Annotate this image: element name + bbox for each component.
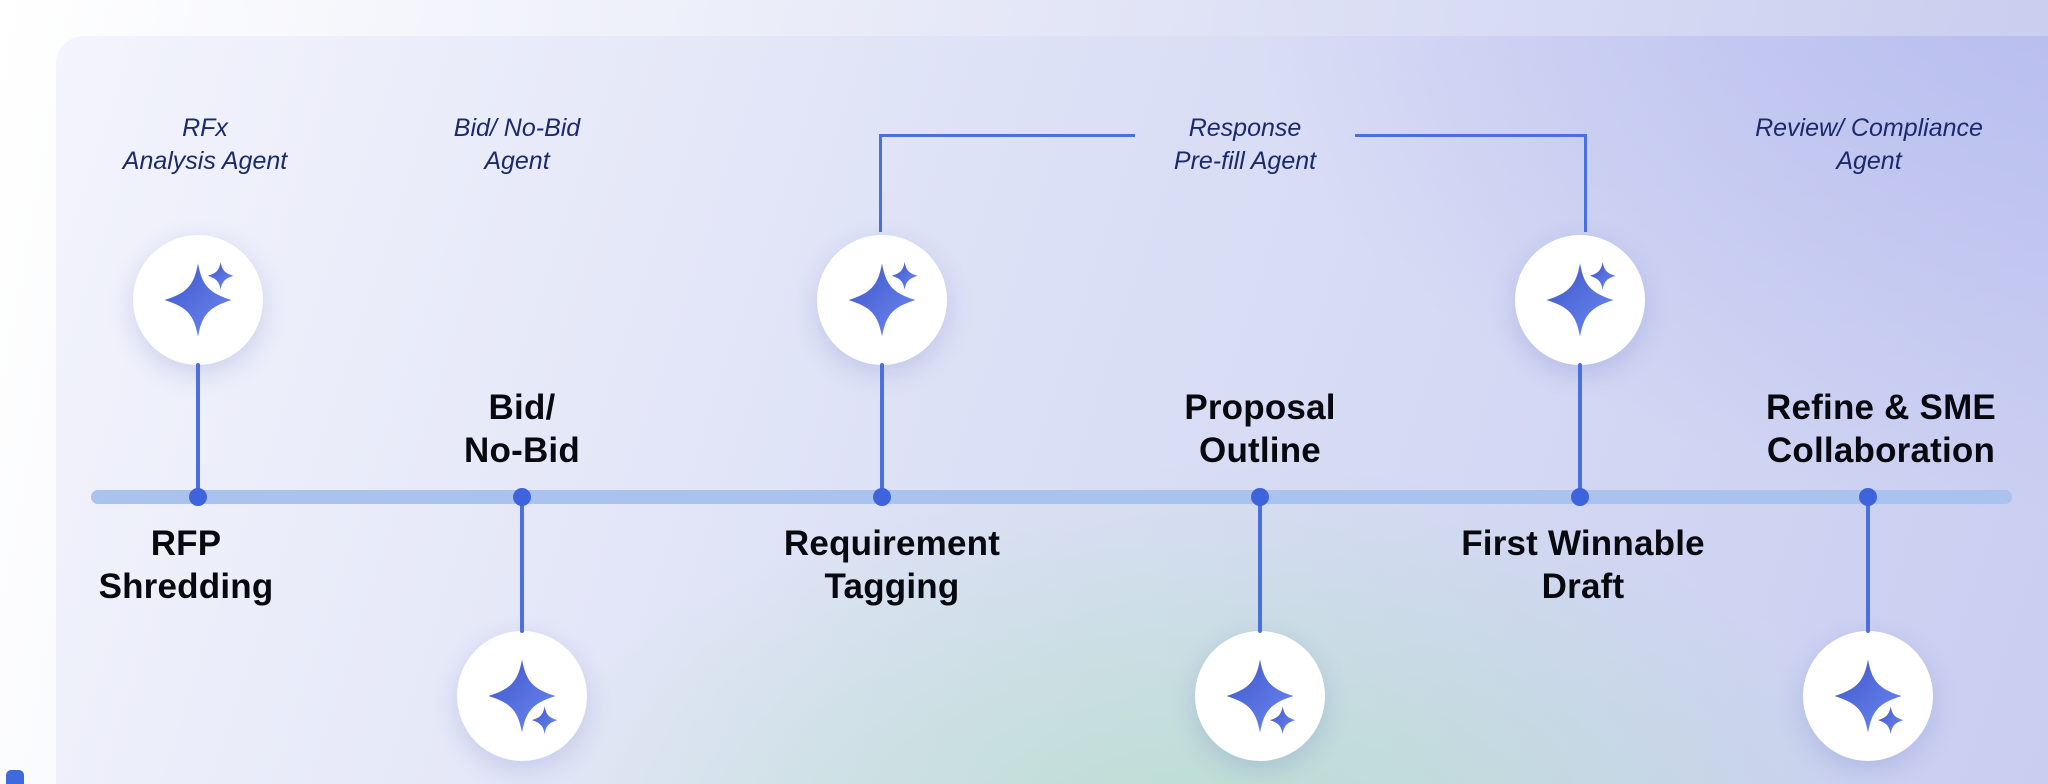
agent-label-line: Response — [1188, 114, 1302, 142]
stage-label-rfp-shredding: RFP Shredding — [0, 522, 396, 609]
bracket-drop-right — [1584, 134, 1587, 232]
stage-label-first-winnable-draft: First Winnable Draft — [1373, 522, 1793, 609]
timeline-dot — [1571, 488, 1589, 506]
stage-label-line: Shredding — [98, 567, 274, 607]
agent-label-line: Analysis Agent — [122, 147, 288, 175]
stage-label-line: Outline — [1199, 431, 1321, 471]
bracket-line-right — [1355, 134, 1587, 137]
bracket-drop-left — [879, 134, 882, 232]
stage-label-line: Draft — [1541, 567, 1625, 607]
timeline-dot — [873, 488, 891, 506]
stage-label-requirement-tagging: Requirement Tagging — [682, 522, 1102, 609]
connector-line — [196, 363, 200, 497]
agent-label-line: Bid/ No-Bid — [453, 114, 581, 142]
stage-label-proposal-outline: Proposal Outline — [1050, 386, 1470, 473]
ai-sparkle-icon — [488, 659, 558, 735]
timeline-dot — [1251, 488, 1269, 506]
ai-agent-icon-circle — [817, 235, 947, 365]
agent-label-bid-no-bid: Bid/ No-Bid Agent — [347, 112, 687, 178]
agent-label-line: Agent — [1836, 147, 1902, 175]
agent-label-rfx-analysis: RFx Analysis Agent — [35, 112, 375, 178]
agent-label-review-compliance: Review/ Compliance Agent — [1699, 112, 2039, 178]
timeline-dot — [189, 488, 207, 506]
agent-label-line: Pre-fill Agent — [1173, 147, 1317, 175]
agent-label-line: Agent — [484, 147, 550, 175]
connector-line — [1866, 497, 1870, 633]
agent-label-line: Review/ Compliance — [1755, 114, 1983, 142]
timeline-bar — [91, 490, 2012, 504]
ai-sparkle-icon — [1834, 659, 1904, 735]
connector-line — [880, 363, 884, 497]
stage-label-line: Refine & SME — [1766, 388, 1996, 427]
ai-agent-icon-circle — [1803, 631, 1933, 761]
timeline-dot — [513, 488, 531, 506]
stage-label-line: First Winnable — [1461, 524, 1705, 563]
ai-agent-icon-circle — [1515, 235, 1645, 365]
ai-agent-icon-circle — [1195, 631, 1325, 761]
timeline-dot — [1859, 488, 1877, 506]
ai-sparkle-icon — [848, 261, 918, 337]
ai-agent-icon-circle — [457, 631, 587, 761]
stage-label-line: Requirement — [783, 524, 1001, 563]
ai-agent-icon-circle — [133, 235, 263, 365]
agent-label-response-prefill: Response Pre-fill Agent — [1075, 112, 1415, 178]
ai-sparkle-icon — [1226, 659, 1296, 735]
bracket-line-left — [879, 134, 1135, 137]
connector-line — [1258, 497, 1262, 633]
stage-label-line: Tagging — [824, 567, 960, 607]
agent-label-line: RFx — [182, 114, 228, 142]
stage-label-bid-no-bid: Bid/ No-Bid — [312, 386, 732, 473]
connector-line — [520, 497, 524, 633]
stage-label-line: No-Bid — [464, 431, 580, 471]
corner-logo-mark — [6, 770, 24, 784]
stage-label-line: Collaboration — [1766, 431, 1996, 471]
stage-label-line: Bid/ — [488, 388, 556, 427]
diagram-gradient-panel — [56, 36, 2048, 784]
stage-label-refine-sme-collaboration: Refine & SME Collaboration — [1671, 386, 2048, 473]
ai-sparkle-icon — [164, 261, 234, 337]
ai-sparkle-icon — [1546, 261, 1616, 337]
stage-label-line: Proposal — [1184, 388, 1336, 427]
connector-line — [1578, 363, 1582, 497]
stage-label-line: RFP — [150, 524, 222, 563]
